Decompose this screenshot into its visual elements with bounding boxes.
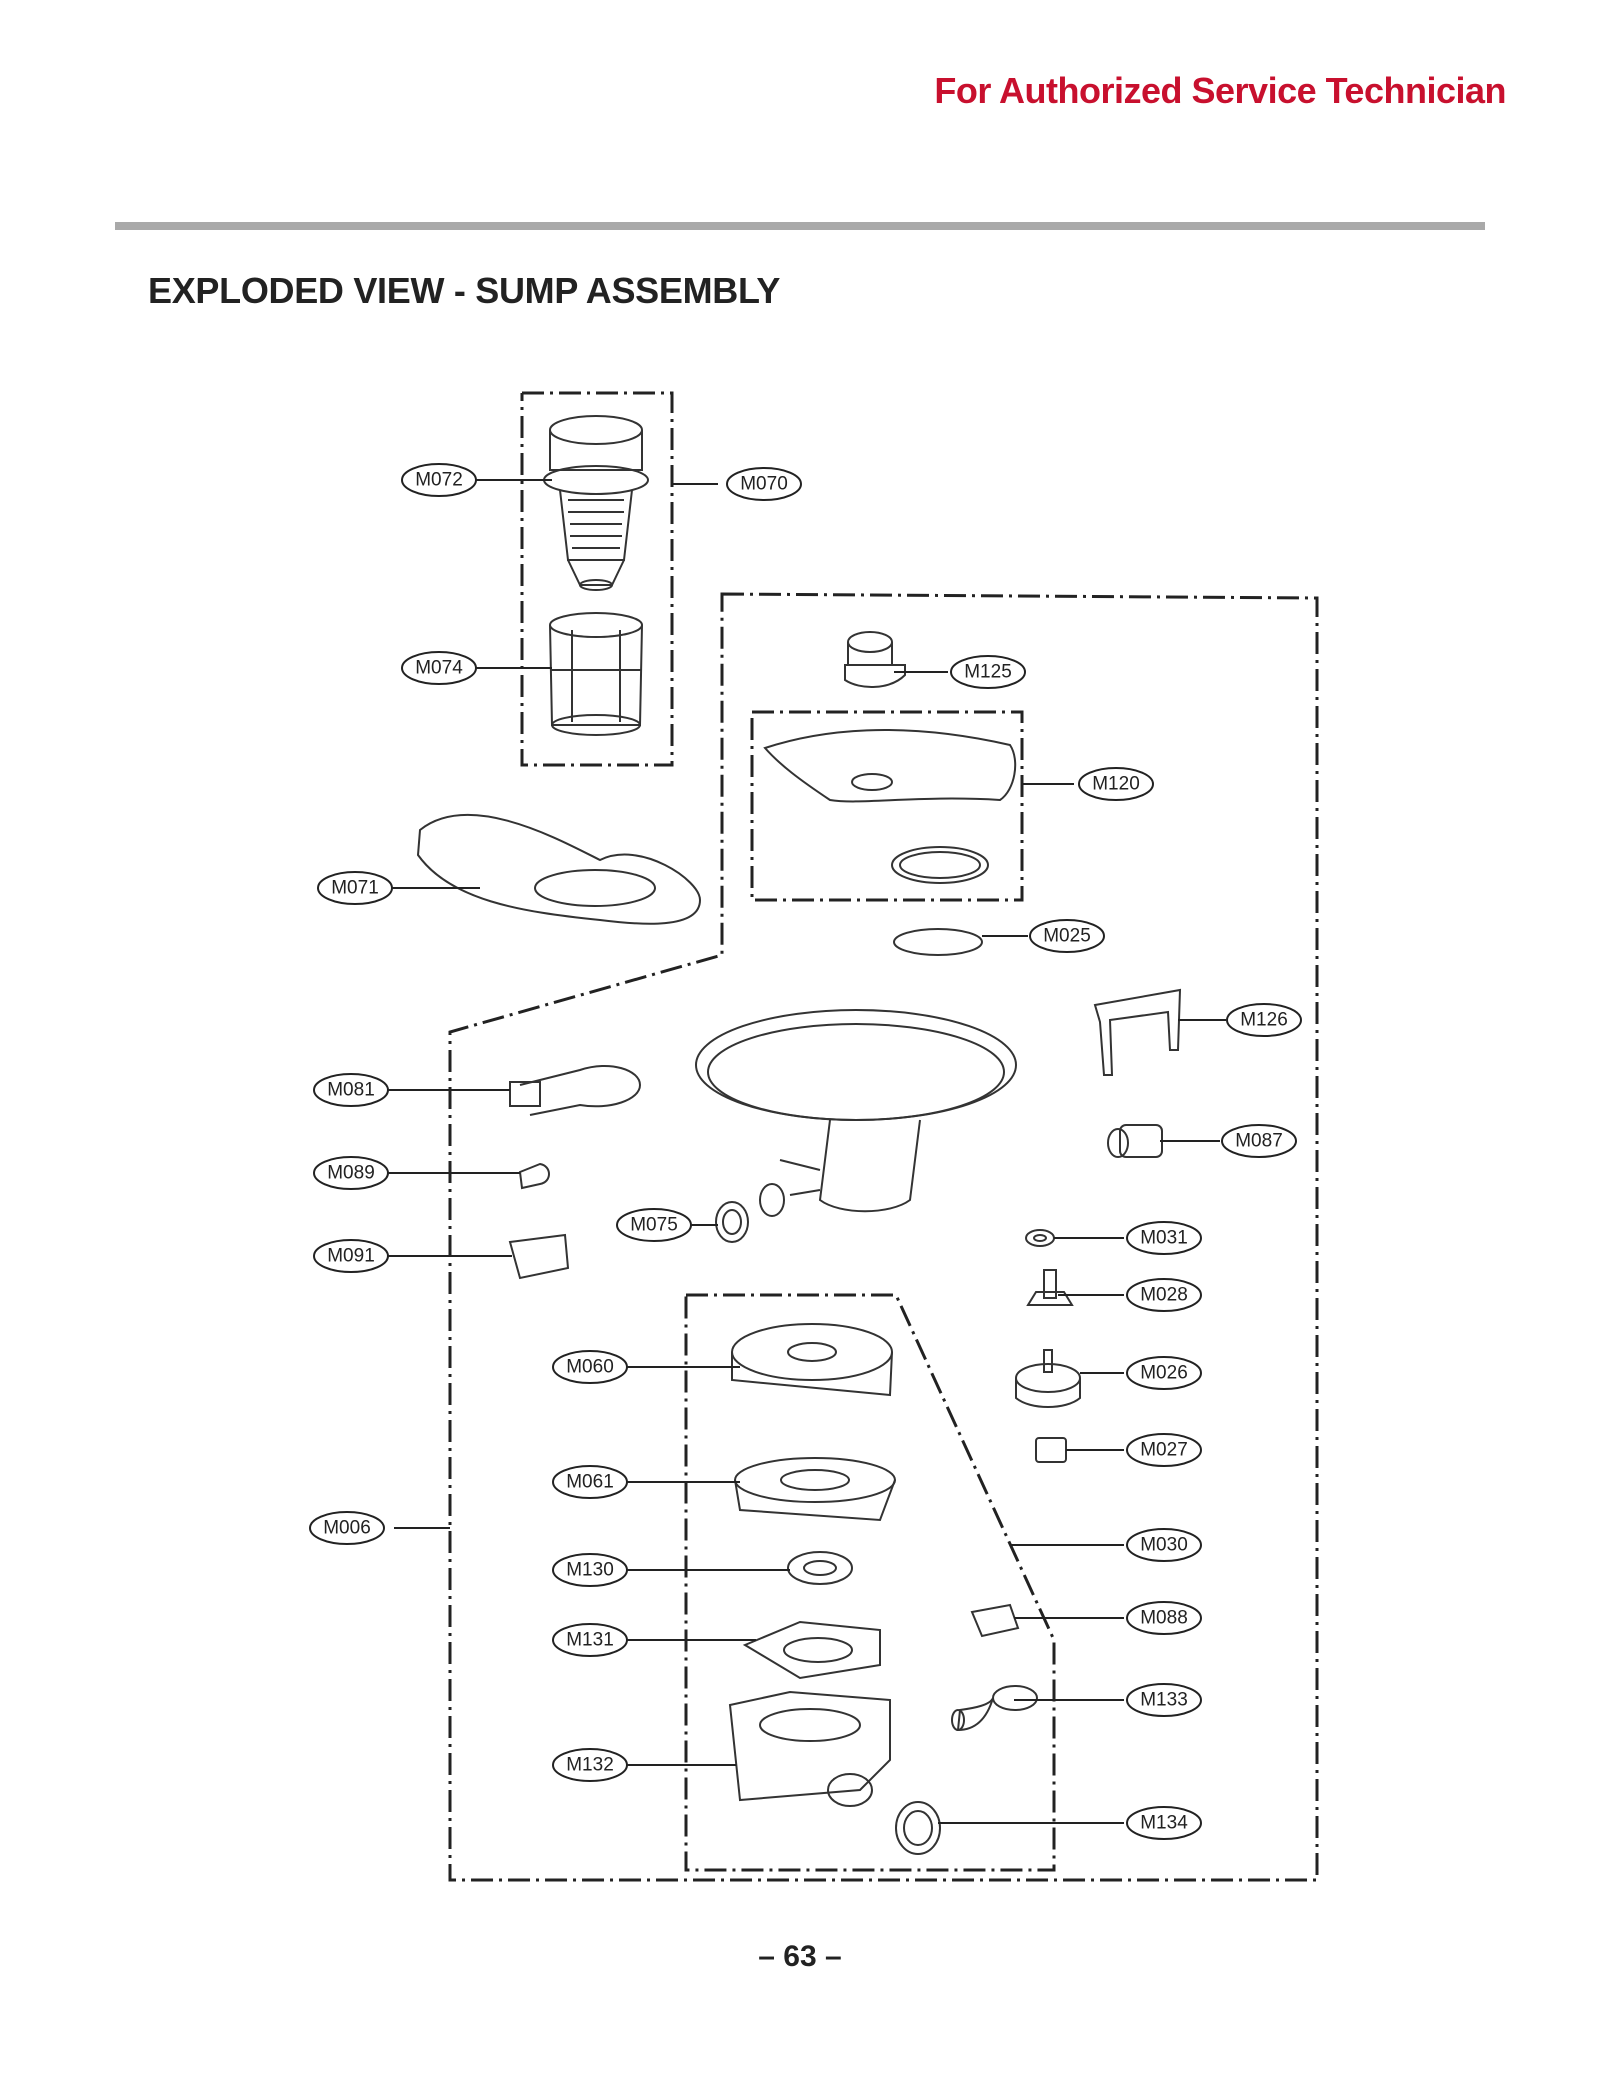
switch-part xyxy=(1035,1437,1067,1463)
callout-m061: M061 xyxy=(566,1472,614,1493)
disc-part xyxy=(893,928,983,956)
clip-part xyxy=(1093,988,1182,1076)
callout-m130: M130 xyxy=(566,1560,614,1581)
motor-group-boundary xyxy=(684,1293,1056,1872)
callout-m081: M081 xyxy=(327,1080,375,1101)
callout-m027: M027 xyxy=(1140,1440,1188,1461)
callout-m075: M075 xyxy=(630,1215,678,1236)
callout-m088: M088 xyxy=(1140,1608,1188,1629)
elbow-hose-part xyxy=(951,1685,1038,1732)
authorized-technician-note: For Authorized Service Technician xyxy=(934,70,1506,111)
callout-m026: M026 xyxy=(1140,1363,1188,1384)
callout-m031: M031 xyxy=(1140,1228,1188,1249)
pump-cover-part xyxy=(742,1620,881,1680)
sump-group-boundary xyxy=(448,592,1319,1882)
impeller-part xyxy=(787,1551,853,1585)
knob-part xyxy=(1026,1269,1074,1306)
filter-cover-part xyxy=(416,813,702,925)
filter-cartridge-part xyxy=(543,415,649,591)
sensor-part xyxy=(1107,1124,1163,1158)
callout-m087: M087 xyxy=(1235,1131,1283,1152)
callout-m070: M070 xyxy=(740,474,788,495)
hose-clamp-part xyxy=(970,1603,1020,1638)
callout-m126: M126 xyxy=(1240,1010,1288,1031)
coupling-part xyxy=(715,1201,749,1243)
callout-m125: M125 xyxy=(964,662,1012,683)
callout-m030: M030 xyxy=(1140,1535,1188,1556)
fine-filter-part xyxy=(549,612,643,736)
spray-arm-part xyxy=(763,729,1017,884)
small-connector-part xyxy=(518,1162,550,1190)
callout-m072: M072 xyxy=(415,470,463,491)
callout-m074: M074 xyxy=(415,658,463,679)
callout-m132: M132 xyxy=(566,1755,614,1776)
callout-m120: M120 xyxy=(1092,774,1140,795)
gasket-part xyxy=(1025,1229,1055,1247)
callout-m006: M006 xyxy=(323,1518,371,1539)
spray-arm-group-boundary xyxy=(750,710,1024,902)
page-title: EXPLODED VIEW - SUMP ASSEMBLY xyxy=(148,270,781,311)
filter-group-boundary xyxy=(520,391,674,767)
callout-m028: M028 xyxy=(1140,1285,1188,1306)
callout-m091: M091 xyxy=(327,1246,375,1267)
sump-body-part xyxy=(695,1009,1017,1217)
callout-m089: M089 xyxy=(327,1163,375,1184)
callout-m134: M134 xyxy=(1140,1813,1188,1834)
page-number: – 63 – xyxy=(758,1940,842,1973)
motor-top-part xyxy=(731,1323,893,1397)
callout-m071: M071 xyxy=(331,878,379,899)
heater-part xyxy=(509,1065,642,1116)
callout-m025: M025 xyxy=(1043,926,1091,947)
motor-bracket-part xyxy=(734,1457,896,1522)
callout-m133: M133 xyxy=(1140,1690,1188,1711)
bracket-part xyxy=(508,1233,570,1280)
header-divider xyxy=(115,222,1485,230)
seal-ring-part xyxy=(895,1801,941,1855)
actuator-motor-part xyxy=(1015,1349,1081,1408)
callout-m131: M131 xyxy=(566,1630,614,1651)
nozzle-part xyxy=(844,631,906,688)
pump-housing-part xyxy=(728,1690,891,1807)
callout-m060: M060 xyxy=(566,1357,614,1378)
